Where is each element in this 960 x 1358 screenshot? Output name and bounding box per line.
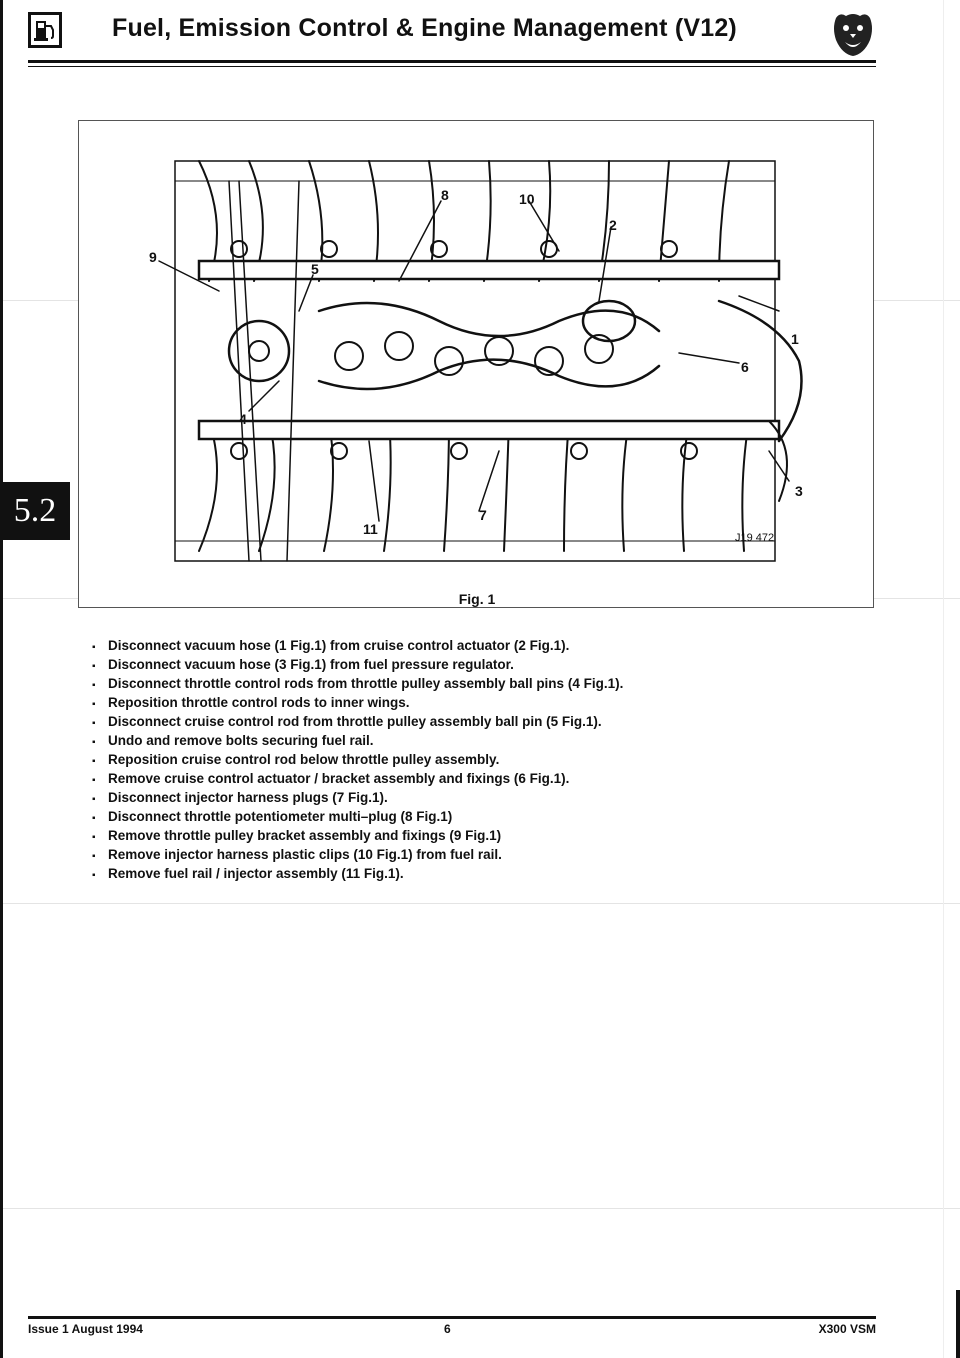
procedure-step: Disconnect vacuum hose (3 Fig.1) from fu… xyxy=(92,655,872,674)
callout-11: 11 xyxy=(363,521,378,537)
procedure-step: Reposition cruise control rod below thro… xyxy=(92,750,872,769)
header-rule xyxy=(28,60,876,63)
procedure-step: Disconnect cruise control rod from throt… xyxy=(92,712,872,731)
procedure-step: Disconnect vacuum hose (1 Fig.1) from cr… xyxy=(92,636,872,655)
page-title: Fuel, Emission Control & Engine Manageme… xyxy=(112,14,737,42)
procedure-step: Remove fuel rail / injector assembly (11… xyxy=(92,864,872,883)
procedure-list: Disconnect vacuum hose (1 Fig.1) from cr… xyxy=(92,636,872,883)
callout-3: 3 xyxy=(795,483,803,499)
footer-issue: Issue 1 August 1994 xyxy=(28,1322,143,1336)
engine-line-drawing: J19 472 xyxy=(158,160,803,562)
footer-manual-code: X300 VSM xyxy=(818,1322,876,1336)
callout-1: 1 xyxy=(791,331,799,347)
procedure-step: Remove cruise control actuator / bracket… xyxy=(92,769,872,788)
scan-vline xyxy=(943,0,944,1358)
scan-line xyxy=(0,903,960,904)
page-left-border xyxy=(0,0,3,1358)
jaguar-head-icon xyxy=(834,14,872,56)
callout-10: 10 xyxy=(519,191,535,207)
section-tab: 5.2 xyxy=(0,482,70,540)
procedure-step: Undo and remove bolts securing fuel rail… xyxy=(92,731,872,750)
scan-line xyxy=(0,1208,960,1209)
callout-8: 8 xyxy=(441,187,449,203)
procedure-step: Reposition throttle control rods to inne… xyxy=(92,693,872,712)
figure-caption: Fig. 1 xyxy=(458,591,496,607)
callout-2: 2 xyxy=(609,217,617,233)
figure-ref-code: J19 472 xyxy=(735,532,774,544)
figure-fig1: J19 472 9 5 8 10 2 1 6 4 11 7 3 Fig. 1 xyxy=(78,120,874,608)
footer-rule xyxy=(28,1316,876,1319)
section-number: 5.2 xyxy=(13,492,57,529)
callout-7: 7 xyxy=(479,507,487,523)
callout-5: 5 xyxy=(311,261,319,277)
callout-4: 4 xyxy=(239,411,247,427)
procedure-step: Disconnect throttle potentiometer multi–… xyxy=(92,807,872,826)
procedure-step: Remove injector harness plastic clips (1… xyxy=(92,845,872,864)
procedure-step: Disconnect throttle control rods from th… xyxy=(92,674,872,693)
fuel-pump-icon xyxy=(28,12,62,48)
callout-6: 6 xyxy=(741,359,749,375)
callout-9: 9 xyxy=(149,249,157,265)
procedure-step: Remove throttle pulley bracket assembly … xyxy=(92,826,872,845)
page-right-border xyxy=(956,1290,960,1358)
footer-page-number: 6 xyxy=(444,1322,451,1336)
header-rule-thin xyxy=(28,66,876,67)
procedure-step: Disconnect injector harness plugs (7 Fig… xyxy=(92,788,872,807)
